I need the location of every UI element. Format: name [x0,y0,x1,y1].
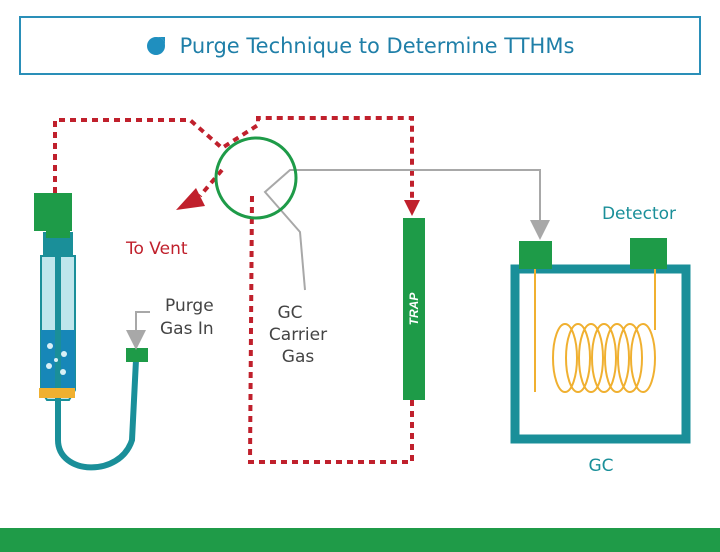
gc-carrier-label-line3: Gas [282,347,315,367]
purge-gas-pointer [126,311,150,350]
title-box: Purge Technique to Determine TTHMs [19,16,701,75]
trap-label: TRAP [407,292,421,326]
gc-carrier-label-line2: Carrier [269,325,327,345]
trap-return-path [247,195,414,464]
gc-inlet-port [519,241,552,269]
purge-gas-tube [55,359,139,471]
purge-vessel [34,193,76,401]
purge-gas-inlet [126,348,148,362]
purge-gas-label-line1: Purge [165,296,214,316]
switching-valve [214,136,298,220]
sample-flow-path [53,116,414,210]
trap-inlet-arrow [404,200,420,216]
vent-arrow [176,188,205,210]
carrier-gas-line [263,169,550,291]
trap-column [403,218,425,400]
to-vent-label: To Vent [125,239,188,259]
gc-oven [510,264,691,444]
droplet-icon [146,36,165,55]
gc-column-coil [534,269,656,393]
detector-block [630,238,667,269]
purge-gas-label-line2: Gas In [160,319,214,339]
gc-carrier-label-line1: GC [277,303,302,323]
detector-label: Detector [602,204,676,224]
vent-flow-path [198,168,224,198]
diagram-title: Purge Technique to Determine TTHMs [179,33,575,58]
footer-bar [0,528,720,552]
gc-label: GC [588,456,613,476]
